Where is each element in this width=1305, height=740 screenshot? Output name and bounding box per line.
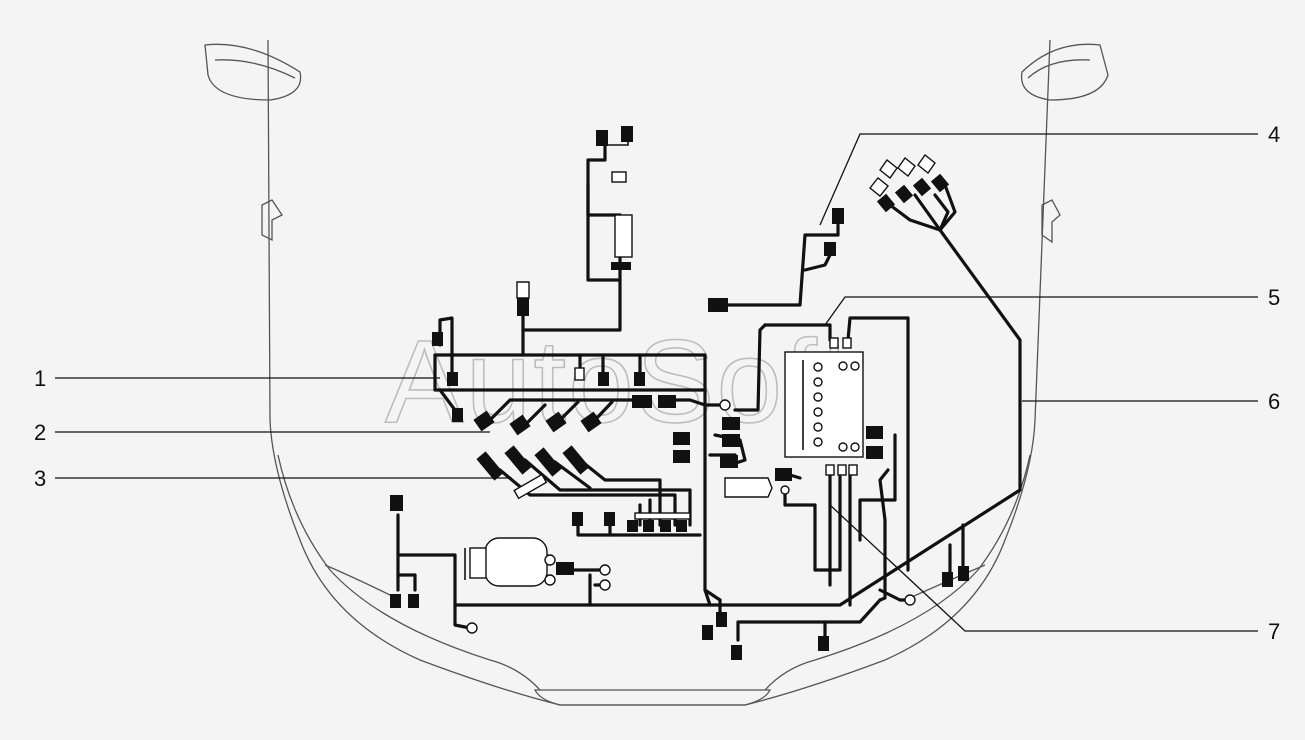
small-fuse-part — [611, 171, 627, 183]
callout-leaders — [55, 133, 1258, 632]
rail-bracket-part — [513, 473, 548, 500]
leader-7 — [829, 504, 1258, 632]
relay-box-part — [614, 214, 633, 258]
left-side-marker — [261, 199, 283, 242]
harness-firewall-branch — [586, 135, 633, 282]
battery-part — [784, 351, 864, 458]
callout-2: 2 — [34, 420, 46, 445]
leader-4 — [819, 133, 1258, 226]
sensor-part — [724, 477, 773, 498]
right-side-marker — [1041, 199, 1061, 244]
callout-6: 6 — [1268, 389, 1280, 414]
callout-7: 7 — [1268, 619, 1280, 644]
right-mirror — [1020, 43, 1109, 101]
rail-bar-part — [634, 512, 691, 520]
connectors — [390, 126, 969, 660]
callout-3: 3 — [34, 466, 46, 491]
harness-front-right — [723, 223, 840, 307]
callout-5: 5 — [1268, 285, 1280, 310]
callout-labels: 1 2 3 4 5 6 7 — [34, 122, 1280, 644]
leader-5 — [824, 296, 1258, 326]
callout-1: 1 — [34, 366, 46, 391]
harness-spark-plugs — [869, 153, 957, 232]
callout-4: 4 — [1268, 122, 1280, 147]
generator-part — [464, 537, 556, 587]
watermark-text: AutoSoft — [385, 316, 854, 448]
left-mirror — [204, 43, 302, 101]
